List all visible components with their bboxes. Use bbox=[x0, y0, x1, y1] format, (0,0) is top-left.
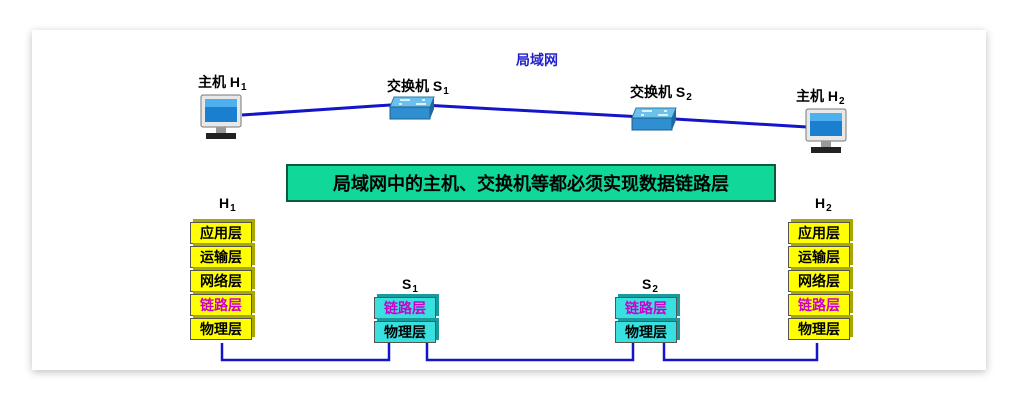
h1-link-layer: 链路层 bbox=[190, 294, 252, 316]
lan-link-line bbox=[241, 102, 808, 129]
stack-s1-label: S1 bbox=[402, 276, 418, 295]
h2-link-layer: 链路层 bbox=[788, 294, 850, 316]
connection-lines bbox=[220, 102, 819, 362]
host2-label: 主机 H2 bbox=[796, 88, 845, 107]
h1-physical-layer: 物理层 bbox=[190, 318, 252, 340]
s2-physical-layer: 物理层 bbox=[615, 321, 677, 343]
switch2-label: 交换机 S2 bbox=[630, 84, 692, 103]
diagram-title: 局域网 bbox=[516, 52, 558, 68]
diagram-canvas: 局域网 主机 H1 交换机 S1 交换机 S2 主机 H2 局域网中的主机、交换… bbox=[32, 30, 986, 370]
stack-h1-label: H1 bbox=[219, 195, 236, 214]
h2-application-layer: 应用层 bbox=[788, 222, 850, 244]
host1-label: 主机 H1 bbox=[198, 74, 247, 93]
h2-physical-layer: 物理层 bbox=[788, 318, 850, 340]
h1-network-layer: 网络层 bbox=[190, 270, 252, 292]
physical-link-s2-h2 bbox=[662, 343, 819, 362]
network-switch-icon bbox=[389, 96, 435, 120]
s2-link-layer: 链路层 bbox=[615, 297, 677, 319]
h2-transport-layer: 运输层 bbox=[788, 246, 850, 268]
network-switch-icon bbox=[631, 107, 677, 131]
physical-link-h1-s1 bbox=[220, 343, 391, 362]
stack-h2-label: H2 bbox=[815, 195, 832, 214]
physical-link-s1-s2 bbox=[425, 343, 635, 362]
switch1-label: 交换机 S1 bbox=[387, 78, 449, 97]
computer-monitor-icon bbox=[805, 108, 847, 153]
s1-link-layer: 链路层 bbox=[374, 297, 436, 319]
h1-application-layer: 应用层 bbox=[190, 222, 252, 244]
h2-network-layer: 网络层 bbox=[788, 270, 850, 292]
stack-s2-label: S2 bbox=[642, 276, 658, 295]
h1-transport-layer: 运输层 bbox=[190, 246, 252, 268]
s1-physical-layer: 物理层 bbox=[374, 321, 436, 343]
computer-monitor-icon bbox=[200, 94, 242, 139]
banner-text: 局域网中的主机、交换机等都必须实现数据链路层 bbox=[286, 164, 776, 202]
